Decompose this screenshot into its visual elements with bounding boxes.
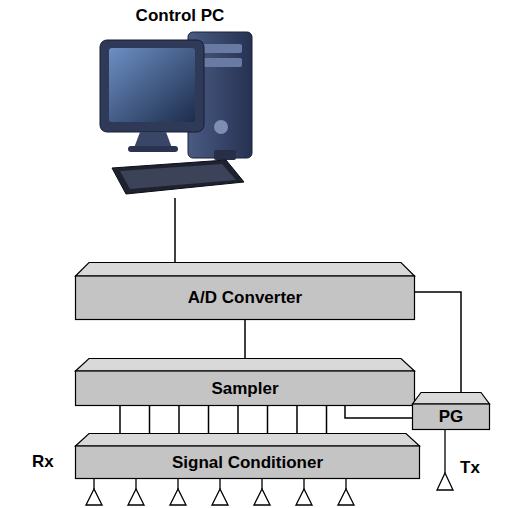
box-label: A/D Converter — [188, 288, 302, 308]
conditioner-box: Signal Conditioner — [75, 433, 420, 479]
antenna-label: Tx — [460, 458, 480, 478]
computer-node: Control PC — [100, 6, 260, 198]
converter-box: A/D Converter — [75, 262, 415, 320]
sampler-box: Sampler — [75, 358, 415, 406]
signal-wire — [415, 292, 461, 396]
signal-wire — [174, 198, 176, 262]
box-label: Sampler — [211, 379, 278, 399]
signal-wire — [345, 406, 412, 418]
box-label: Signal Conditioner — [172, 453, 323, 473]
computer-label: Control PC — [136, 6, 225, 25]
signal-wire — [244, 320, 246, 358]
pulse-generator-box: PG — [412, 392, 490, 430]
antenna-label: Rx — [32, 452, 54, 472]
box-label: PG — [439, 407, 464, 427]
